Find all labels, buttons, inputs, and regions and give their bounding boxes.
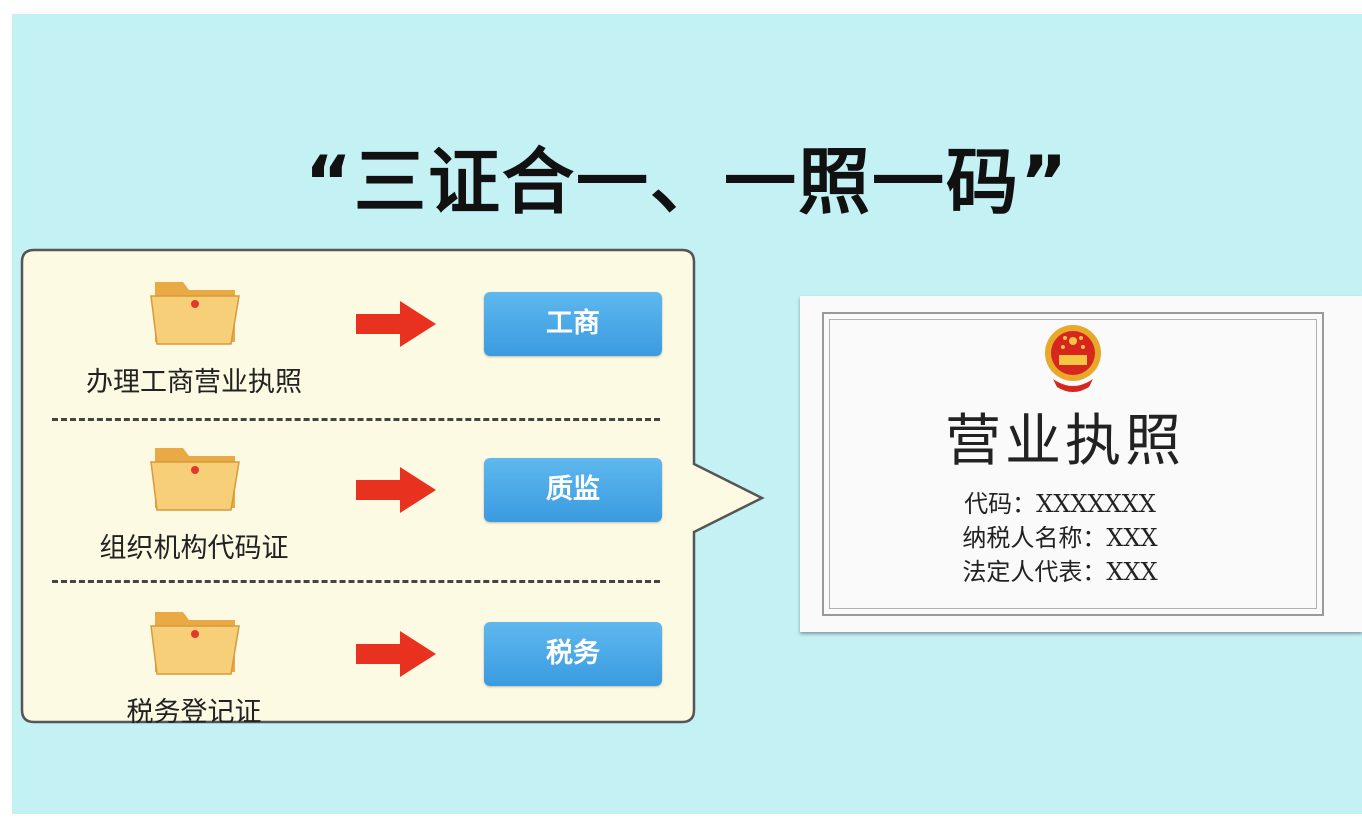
certificate-label: 办理工商营业执照 xyxy=(86,367,302,398)
license-representative-line: 法定人代表：XXX xyxy=(962,558,1158,586)
license-taxpayer-line: 纳税人名称：XXX xyxy=(962,524,1158,552)
certificates-callout: 办理工商营业执照 工商 组织机构代码证 质监 xyxy=(12,240,772,730)
infographic-canvas: “三证合一、一照一码” 办理工商营业执照 工商 xyxy=(12,14,1362,814)
license-code-line: 代码：XXXXXXX xyxy=(964,490,1156,518)
page-title: “三证合一、一照一码” xyxy=(304,140,1070,224)
right-arrow-icon xyxy=(356,301,436,347)
license-outer-frame xyxy=(822,312,1324,616)
agency-button-quality[interactable]: 质监 xyxy=(484,458,662,522)
certificate-label: 税务登记证 xyxy=(126,697,262,728)
right-arrow-icon xyxy=(356,467,436,513)
folder-icon xyxy=(150,282,240,345)
certificate-row-organization: 组织机构代码证 质监 xyxy=(24,426,694,576)
folder-icon xyxy=(150,448,240,511)
license-title: 营业执照 xyxy=(945,409,1185,474)
folder-icon xyxy=(150,612,240,675)
dashed-divider xyxy=(52,418,660,421)
dashed-divider xyxy=(52,580,660,583)
license-inner-frame xyxy=(829,319,1317,609)
agency-button-tax[interactable]: 税务 xyxy=(484,622,662,686)
right-arrow-icon xyxy=(356,631,436,677)
national-emblem-icon xyxy=(1045,325,1101,392)
agency-button-business[interactable]: 工商 xyxy=(484,292,662,356)
certificate-row-business: 办理工商营业执照 工商 xyxy=(24,260,694,410)
certificate-row-tax: 税务登记证 税务 xyxy=(24,590,694,740)
certificate-label: 组织机构代码证 xyxy=(99,533,289,564)
business-license-card: 营业执照 代码：XXXXXXX 纳税人名称：XXX 法定人代表：XXX xyxy=(800,296,1362,632)
